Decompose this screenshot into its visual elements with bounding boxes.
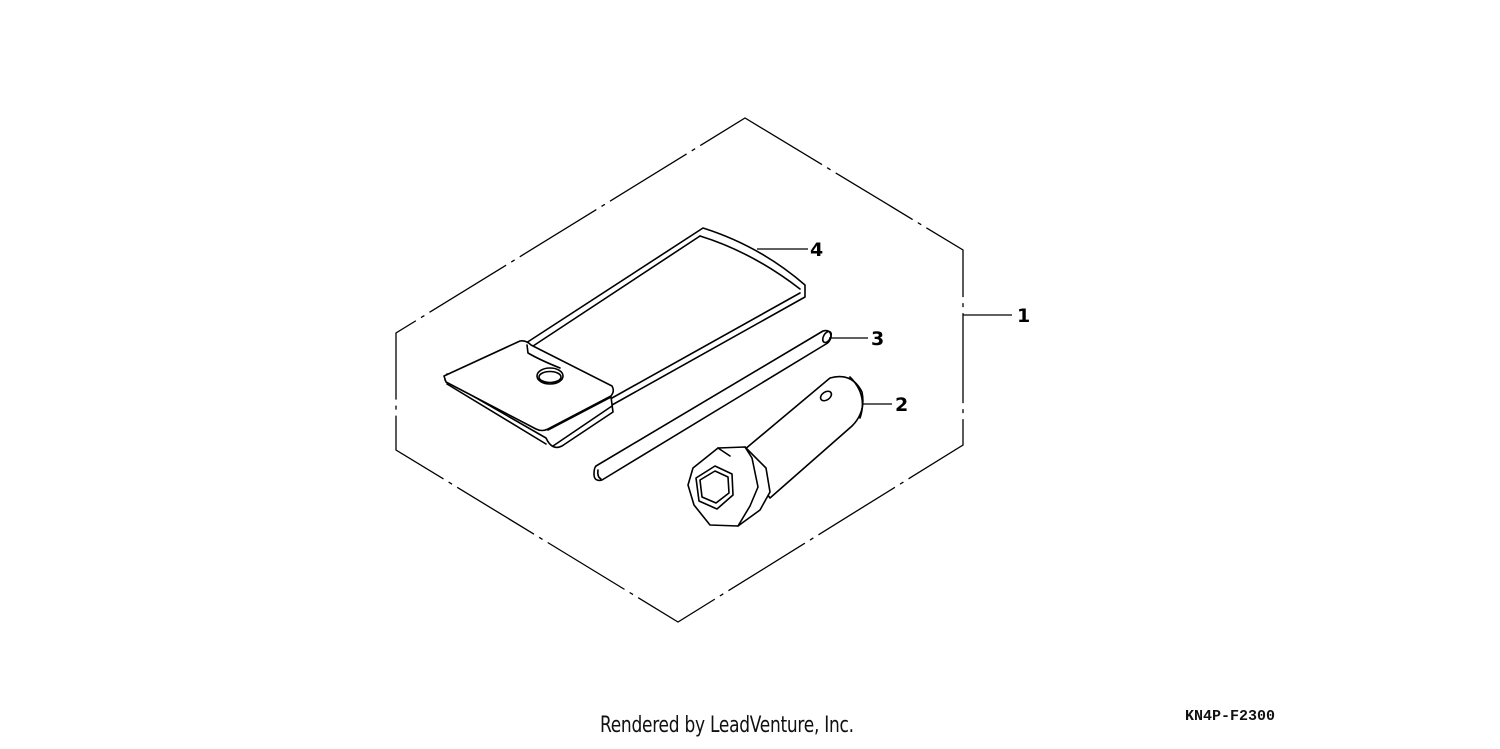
- tool-pouch-part[interactable]: [443, 227, 806, 449]
- footer-credit: Rendered by LeadVenture, Inc.: [600, 713, 854, 738]
- diagram-code: KN4P-F2300: [1185, 708, 1276, 725]
- spark-plug-wrench-part[interactable]: [687, 375, 864, 527]
- callout-4-label[interactable]: 4: [810, 239, 823, 261]
- callout-1-label[interactable]: 1: [1017, 305, 1030, 327]
- kit-boundary-outline: [395, 117, 964, 623]
- tommy-bar-part[interactable]: [593, 329, 833, 482]
- callout-3-label[interactable]: 3: [871, 328, 884, 350]
- callout-2-label[interactable]: 2: [895, 394, 908, 416]
